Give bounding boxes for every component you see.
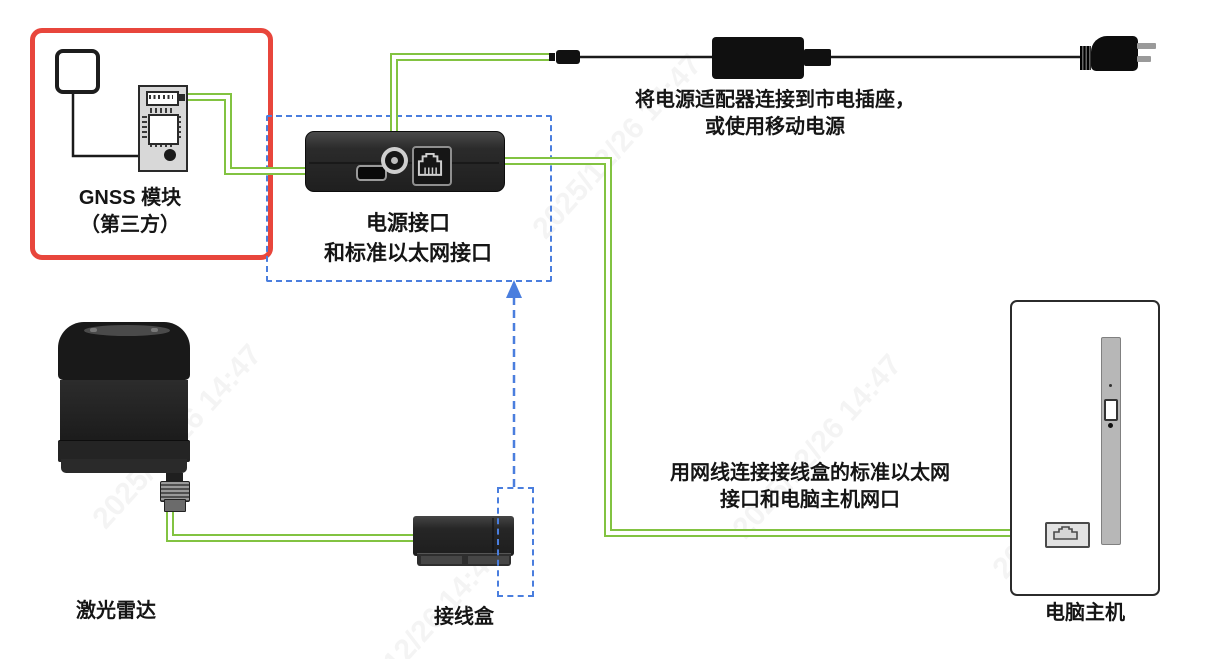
- lidar-cable: [166, 508, 414, 542]
- plug-prong-top: [1137, 43, 1156, 49]
- rj45-glyph: [417, 152, 443, 176]
- power-adapter-note-line2: 或使用移动电源: [705, 116, 845, 138]
- usb-port-icon: [356, 165, 387, 181]
- power-interface-label: 电源接口 和标准以太网接口: [298, 209, 518, 269]
- adapter-connector: [804, 49, 831, 66]
- lidar-top-surface: [84, 325, 170, 336]
- lidar-base: [61, 459, 187, 473]
- barrel-plug-tip: [549, 53, 555, 61]
- gnss-module-label: GNSS 模块 （第三方）: [40, 185, 220, 239]
- barrel-plug: [556, 50, 580, 64]
- lidar-connector-stem: [166, 473, 183, 482]
- junction-box-foot: [421, 556, 462, 564]
- lidar-notch: [151, 328, 158, 332]
- lidar-flange: [58, 440, 190, 462]
- optical-drive-bay: [1101, 337, 1121, 545]
- gnss-antenna-icon: [55, 49, 100, 94]
- chip-icon: [148, 114, 179, 145]
- lidar-body: [60, 380, 188, 442]
- gnss-label-line2: （第三方）: [80, 214, 180, 236]
- junction-box-seam: [492, 518, 494, 554]
- power-adapter-note: 将电源适配器连接到市电插座， 或使用移动电源: [615, 87, 935, 141]
- junction-box-foot: [468, 556, 509, 564]
- power-adapter-note-line1: 将电源适配器连接到市电插座，: [635, 89, 915, 111]
- computer-label: 电脑主机: [1045, 602, 1125, 624]
- power-interface-label-line1: 电源接口: [366, 212, 450, 235]
- power-cable: [390, 53, 551, 162]
- gnss-cable: [184, 93, 358, 175]
- chip-pins-left: [142, 116, 147, 139]
- ethernet-note-line2: 接口和电脑主机网口: [720, 489, 900, 511]
- board-terminal-dot: [164, 149, 176, 161]
- gnss-label-line1: GNSS 模块: [78, 187, 182, 209]
- antenna-wire: [71, 87, 167, 158]
- ethernet-note-line1: 用网线连接接线盒的标准以太网: [670, 462, 950, 484]
- board-connector-pins: [149, 95, 173, 99]
- drive-power-dot: [1108, 423, 1113, 428]
- rj45-jack-icon: [1045, 522, 1090, 548]
- plug-strain-relief: [1080, 46, 1091, 70]
- lidar-notch: [90, 328, 97, 332]
- junction-box-detail-frame: [497, 487, 534, 597]
- chip-pins-top: [150, 108, 173, 113]
- gnss-highlight-frame: [30, 28, 273, 260]
- drive-indicator-dot: [1109, 384, 1112, 387]
- interface-detail-frame: [266, 115, 552, 282]
- lidar-connector-tip: [164, 499, 186, 512]
- lidar-label: 激光雷达: [76, 600, 156, 622]
- power-jack-pin: [391, 157, 398, 164]
- board-cable-nub: [177, 94, 185, 101]
- ethernet-port-icon: [412, 146, 452, 186]
- plug-prong-bottom: [1137, 56, 1151, 62]
- ethernet-cable: [447, 157, 1046, 537]
- up-arrow-icon: [506, 280, 522, 298]
- wall-plug-icon: [1091, 36, 1138, 71]
- power-adapter-brick: [712, 37, 804, 79]
- ethernet-note: 用网线连接接线盒的标准以太网 接口和电脑主机网口: [655, 460, 965, 514]
- rj45-jack-glyph: [1053, 526, 1078, 540]
- junction-box-label: 接线盒: [434, 606, 494, 628]
- power-interface-label-line2: 和标准以太网接口: [324, 242, 492, 265]
- power-jack-icon: [381, 147, 408, 174]
- drive-eject-button: [1104, 399, 1118, 421]
